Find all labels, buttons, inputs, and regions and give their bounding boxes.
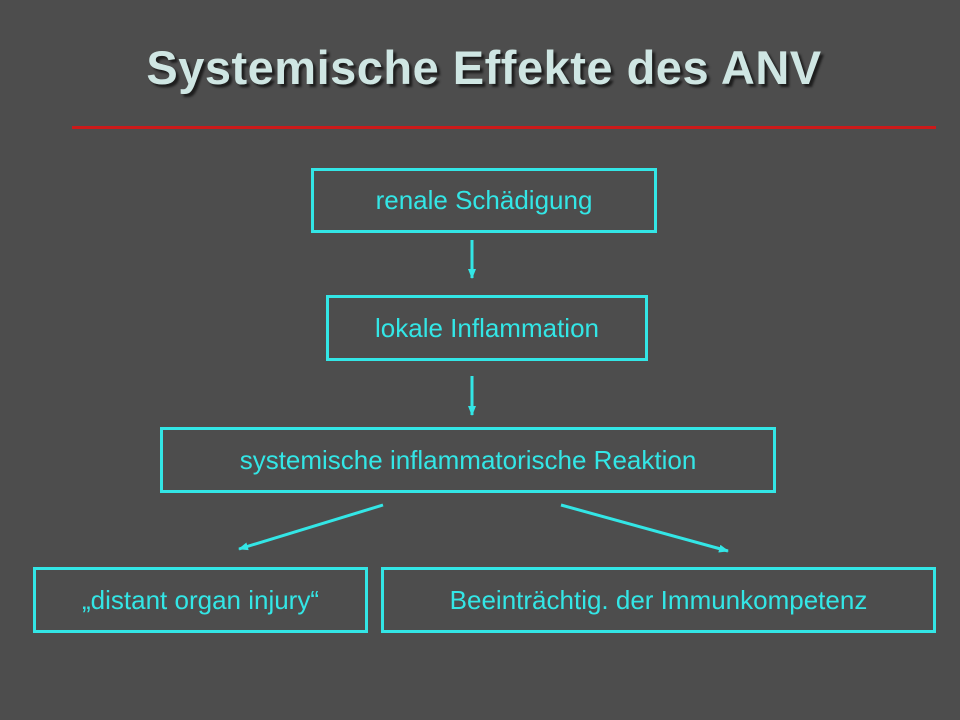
title-divider [72, 126, 936, 129]
node-label: systemische inflammatorische Reaktion [239, 444, 697, 475]
slide-title: Systemische Effekte des ANV [146, 41, 822, 94]
node-immunkompetenz: Beeinträchtig. der Immunkompetenz [381, 567, 936, 633]
node-distant-organ-injury: „distant organ injury“ [33, 567, 368, 633]
node-lokale-inflammation: lokale Inflammation [326, 295, 648, 361]
node-label: „distant organ injury“ [82, 584, 319, 615]
node-renale-schaedigung: renale Schädigung [311, 168, 657, 233]
node-label: renale Schädigung [375, 185, 593, 215]
node-label: lokale Inflammation [375, 312, 599, 343]
arrow-system-to-immun [560, 503, 729, 553]
node-label: Beeinträchtig. der Immunkompetenz [449, 584, 868, 615]
arrow-system-to-distant [238, 503, 384, 551]
node-systemische-reaktion: systemische inflammatorische Reaktion [160, 427, 776, 493]
